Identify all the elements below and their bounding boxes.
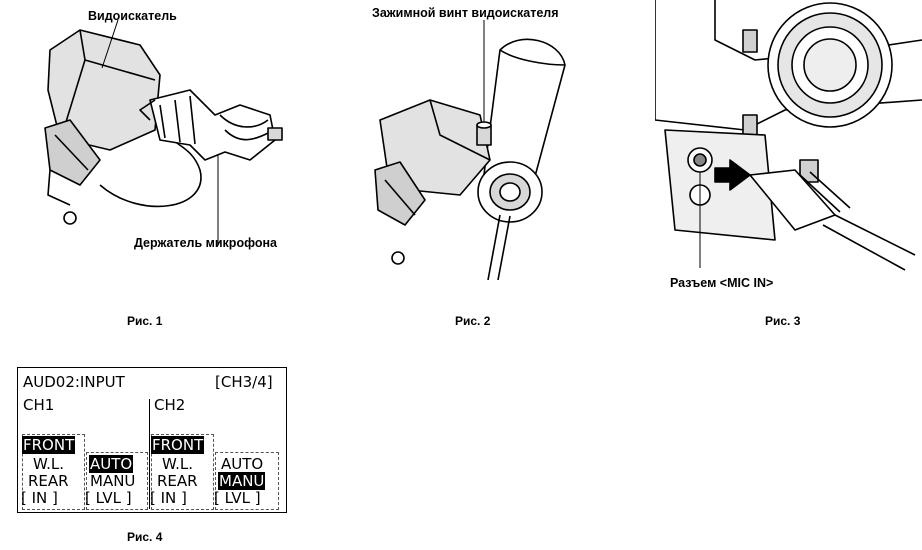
ch2-option-manu[interactable]: MANU [218, 472, 266, 490]
ch1-option-in[interactable]: [ IN ] [21, 489, 58, 507]
ch2-option-lvl[interactable]: [ LVL ] [214, 489, 261, 507]
channel-divider [149, 399, 150, 509]
ch2-option-rear[interactable]: REAR [157, 472, 198, 490]
ch1-level-group [86, 452, 148, 510]
viewfinder-label: Видоискатель [88, 9, 177, 23]
screw-label: Зажимной винт видоискателя [372, 6, 559, 20]
ch2-option-in[interactable]: [ IN ] [150, 489, 187, 507]
screen-title: AUD02:INPUT [23, 373, 125, 391]
ch2-option-front[interactable]: FRONT [151, 436, 205, 454]
mic-holder-label: Держатель микрофона [134, 236, 277, 250]
ch1-input-group [22, 434, 85, 510]
figure-1-caption: Рис. 1 [127, 314, 163, 328]
mic-in-connector-illustration [655, 0, 922, 271]
ch1-option-wl[interactable]: W.L. [33, 455, 65, 473]
ch1-option-auto[interactable]: AUTO [89, 455, 134, 473]
figure-3-caption: Рис. 3 [765, 314, 801, 328]
viewfinder-mic-holder-illustration [44, 20, 283, 245]
viewfinder-screw-illustration [374, 20, 566, 280]
ch2-option-wl[interactable]: W.L. [162, 455, 194, 473]
figure-2-caption: Рис. 2 [455, 314, 491, 328]
ch1-option-front[interactable]: FRONT [22, 436, 76, 454]
ch1-label: CH1 [23, 396, 55, 414]
ch1-option-lvl[interactable]: [ LVL ] [85, 489, 132, 507]
ch2-option-auto[interactable]: AUTO [221, 455, 264, 473]
ch1-option-rear[interactable]: REAR [28, 472, 69, 490]
audio-input-screen: AUD02:INPUT [CH3/4] CH1 CH2 FRONT W.L. R… [17, 367, 287, 513]
ch1-option-manu[interactable]: MANU [90, 472, 136, 490]
figure-4-caption: Рис. 4 [127, 530, 163, 544]
screen-page-indicator: [CH3/4] [215, 373, 273, 391]
ch2-input-group [151, 434, 214, 510]
ch2-label: CH2 [154, 396, 186, 414]
ch2-level-group [215, 452, 279, 510]
mic-in-connector-label: Разъем <MIC IN> [670, 276, 774, 290]
